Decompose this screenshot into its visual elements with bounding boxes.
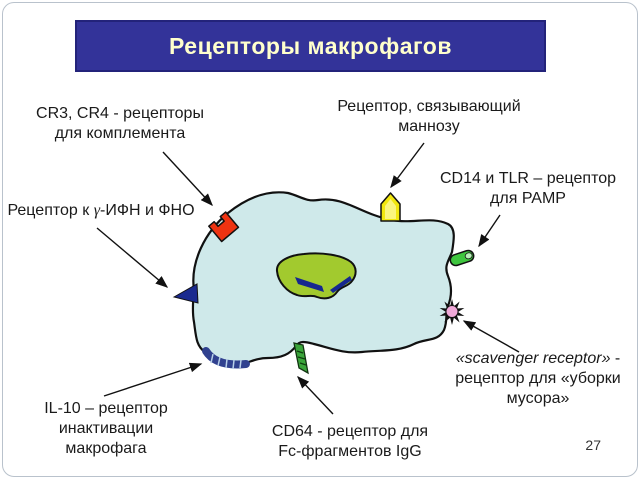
arrow-il10-to-receptor (103, 362, 203, 397)
ifn-tnf-receptor-shape (172, 283, 199, 304)
arrow-cd64-to-receptor (297, 375, 334, 415)
scavenger-receptor-core (445, 305, 459, 318)
fc-receptor-stripes (296, 350, 307, 366)
label-cd14-tlr-pamp-receptor: CD14 и TLR – рецептор для PAMP (439, 170, 617, 207)
mannose-receptor-highlight (385, 199, 396, 219)
label-ifn-prefix: Рецептор к (7, 202, 94, 219)
title-bar: Рецепторы макрофагов (75, 20, 546, 72)
arrow-mannose-to-receptor (390, 142, 425, 189)
complement-receptor-shape (208, 211, 240, 243)
label-ifn-gamma: γ (93, 202, 100, 219)
il10-receptor-stripes (210, 353, 242, 370)
label-cr3-cr4-complement-receptor: CR3, CR4 - рецепторы для комплемента (36, 105, 204, 142)
label-il10-inactivation-receptor: IL-10 – рецептор инактивации макрофага (44, 400, 168, 457)
nucleus-mark-left (295, 277, 324, 292)
label-ifn-tnf-receptor: Рецептор к γ-ИФН и ФНО (4, 201, 198, 221)
page-number: 27 (585, 437, 601, 453)
arrow-cd14-to-receptor (478, 214, 501, 248)
pamp-receptor-cap (464, 252, 473, 260)
label-mannose-binding-receptor: Рецептор, связывающий маннозу (337, 98, 521, 135)
label-cd64-fc-receptor: CD64 - рецептор для Fc-фрагментов IgG (271, 423, 429, 460)
label-scavenger-italic: «scavenger receptor» (455, 350, 611, 367)
arrow-ifn-to-receptor (96, 227, 169, 288)
label-ifn-suffix: -ИФН и ФНО (100, 202, 195, 219)
arrow-scavenger-to-receptor (462, 320, 520, 353)
label-scavenger-receptor: «scavenger receptor» - рецептор для «убо… (438, 349, 638, 409)
slide-title: Рецепторы макрофагов (169, 32, 452, 59)
arrow-cr3-to-receptor (162, 151, 213, 207)
label-scavenger-rest: - рецептор для «уборки мусора» (455, 350, 621, 407)
nucleus-mark-right (330, 276, 352, 293)
